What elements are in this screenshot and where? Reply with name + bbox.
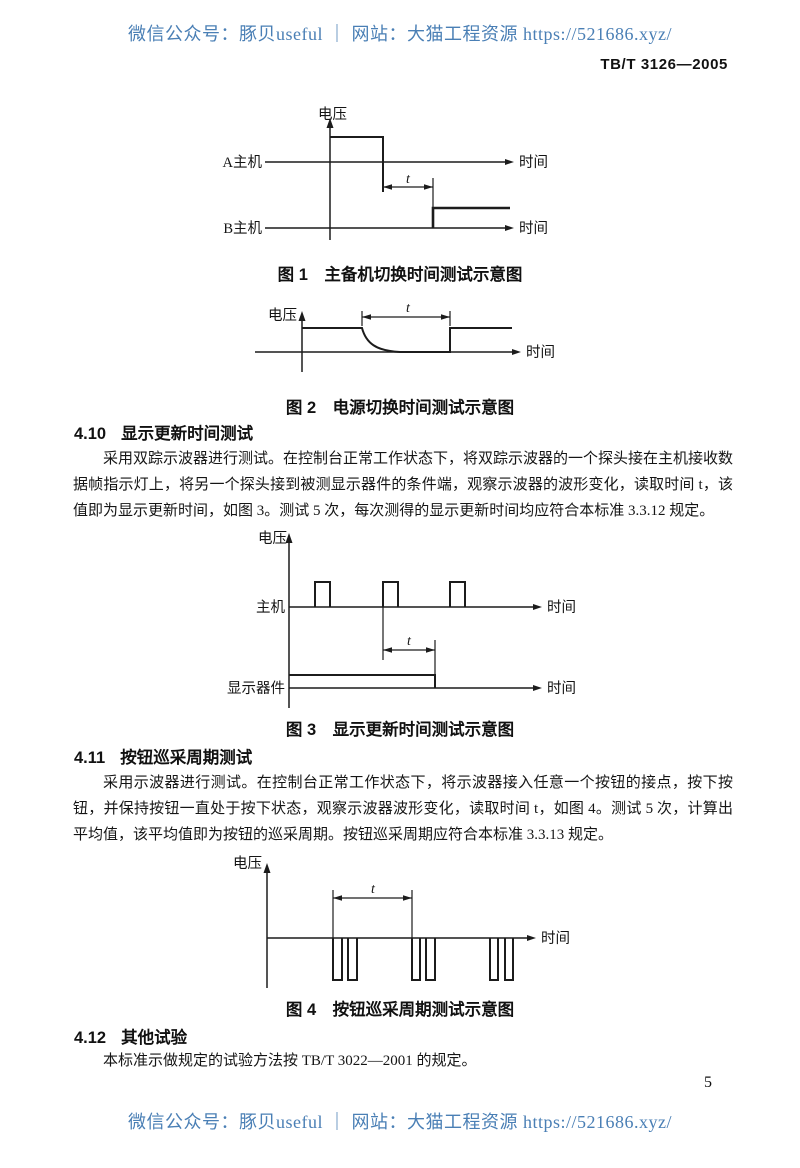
fig4-button-pulses bbox=[332, 938, 514, 981]
fig4-voltage-label: 电压 bbox=[233, 855, 262, 872]
fig4-time-axis bbox=[267, 935, 536, 941]
fig1-t-label: t bbox=[406, 172, 411, 187]
figure-4-caption: 图 4 按钮巡采周期测试示意图 bbox=[285, 1001, 515, 1019]
fig1-t-dimension bbox=[383, 178, 434, 228]
fig1-waveform-b bbox=[431, 206, 510, 228]
fig1-row-a-baseline bbox=[265, 159, 514, 165]
section-4-11-heading: 4.11 按钮巡采周期测试 bbox=[74, 744, 252, 768]
page-number: 5 bbox=[704, 1074, 712, 1091]
fig4-t-dimension bbox=[332, 890, 413, 938]
section-title: 按钮巡采周期测试 bbox=[120, 749, 253, 767]
fig3-t-dimension bbox=[382, 607, 436, 675]
section-number: 4.12 bbox=[74, 1029, 107, 1047]
fig2-voltage-axis bbox=[298, 311, 306, 372]
section-4-12-heading: 4.12 其他试验 bbox=[74, 1024, 187, 1048]
fig1-voltage-label: 电压 bbox=[318, 106, 347, 123]
fig3-host-baseline bbox=[289, 604, 542, 610]
fig3-time-label-2: 时间 bbox=[547, 680, 576, 697]
fig1-time-label-a: 时间 bbox=[519, 154, 548, 171]
fig2-power-waveform bbox=[302, 327, 512, 353]
section-4-10-paragraph: 采用双踪示波器进行测试。在控制台正常工作状态下，将双踪示波器的一个探头接在主机接… bbox=[73, 451, 734, 519]
fig1-voltage-axis bbox=[326, 118, 334, 240]
fig2-time-axis bbox=[255, 349, 521, 355]
figure-1-caption: 图 1 主备机切换时间测试示意图 bbox=[277, 266, 523, 284]
section-number: 4.10 bbox=[74, 425, 107, 443]
fig3-display-label: 显示器件 bbox=[227, 680, 285, 697]
fig2-voltage-label: 电压 bbox=[268, 307, 297, 324]
fig3-voltage-axis bbox=[285, 533, 293, 708]
fig3-display-baseline bbox=[289, 685, 542, 691]
figure-4-diagram: 电压 时间 t bbox=[233, 855, 570, 988]
fig3-t-label: t bbox=[407, 634, 412, 649]
figure-2-caption: 图 2 电源切换时间测试示意图 bbox=[285, 399, 515, 417]
fig1-host-a-label: A主机 bbox=[223, 154, 263, 171]
fig3-display-waveform bbox=[289, 674, 436, 688]
fig4-voltage-axis bbox=[263, 863, 271, 988]
figure-1-diagram: 电压 A主机 B主机 时间 时间 t bbox=[223, 106, 548, 240]
footer-watermark: 微信公众号：豚贝useful ｜ 网站：大猫工程资源 https://52168… bbox=[128, 1112, 672, 1132]
fig3-host-label: 主机 bbox=[256, 599, 285, 616]
section-4-11-paragraph: 采用示波器进行测试。在控制台正常工作状态下，将示波器接入任意一个按钮的接点，按下… bbox=[73, 775, 733, 843]
fig1-time-label-b: 时间 bbox=[519, 220, 548, 237]
section-4-10-heading: 4.10 显示更新时间测试 bbox=[74, 420, 253, 444]
standard-code: TB/T 3126—2005 bbox=[600, 56, 728, 73]
section-title: 显示更新时间测试 bbox=[121, 425, 254, 443]
fig1-row-b-baseline bbox=[265, 225, 514, 231]
figure-3-diagram: 电压 主机 显示器件 时间 时间 t bbox=[227, 530, 576, 708]
fig4-t-label: t bbox=[371, 882, 376, 897]
figure-3-caption: 图 3 显示更新时间测试示意图 bbox=[285, 721, 515, 739]
fig3-voltage-label: 电压 bbox=[258, 530, 287, 547]
fig3-time-label-1: 时间 bbox=[547, 599, 576, 616]
header-watermark: 微信公众号：豚贝useful ｜ 网站：大猫工程资源 https://52168… bbox=[128, 24, 672, 44]
fig3-host-pulses bbox=[314, 581, 466, 607]
fig4-time-label: 时间 bbox=[541, 930, 570, 947]
fig2-t-dimension bbox=[361, 311, 451, 326]
section-4-12-paragraph: 本标准示做规定的试验方法按 TB/T 3022—2001 的规定。 bbox=[103, 1053, 477, 1069]
fig1-waveform-a bbox=[330, 136, 384, 192]
fig2-t-label: t bbox=[406, 301, 411, 316]
section-title: 其他试验 bbox=[121, 1029, 188, 1047]
section-number: 4.11 bbox=[74, 749, 106, 767]
fig2-time-label: 时间 bbox=[526, 344, 555, 361]
fig1-host-b-label: B主机 bbox=[223, 220, 262, 237]
figure-2-diagram: 电压 时间 t bbox=[255, 301, 555, 372]
